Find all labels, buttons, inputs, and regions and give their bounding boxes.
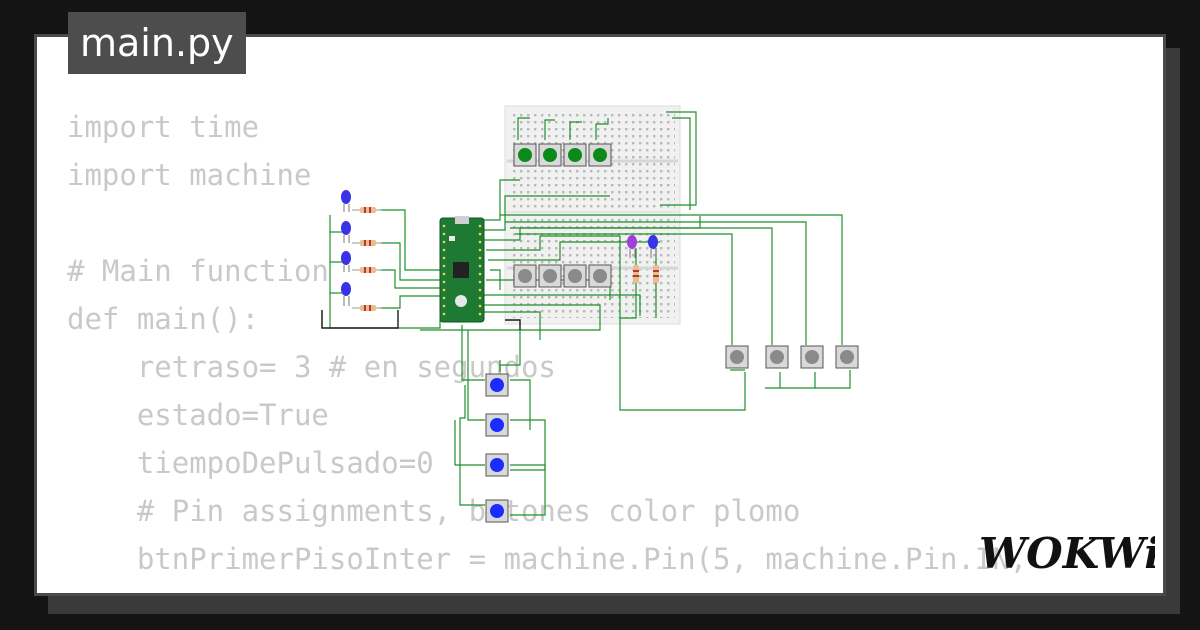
led-icon — [341, 221, 351, 243]
pushbutton-icon — [513, 143, 537, 167]
raspberry-pi-pico-icon — [439, 216, 485, 323]
pushbutton-icon — [513, 264, 537, 288]
code-line: def main(): — [67, 302, 260, 336]
led-icon — [341, 190, 351, 212]
pushbutton-icon — [725, 345, 749, 369]
pushbutton-icon — [588, 264, 612, 288]
resistor-icon — [352, 240, 382, 246]
pushbutton-icon — [485, 413, 509, 437]
resistor-icon — [633, 265, 639, 283]
code-line: btnSegundoPisoInter = machine.Pin(6, mac… — [67, 583, 1045, 593]
code-line: estado=True — [67, 398, 329, 432]
file-tab-label: main.py — [80, 21, 234, 65]
code-line: import machine — [67, 158, 312, 192]
pushbutton-icon — [800, 345, 824, 369]
pushbutton-icon — [835, 345, 859, 369]
wiring — [321, 111, 851, 516]
led-icon — [341, 282, 351, 306]
code-line: tiempoDePulsado=0 — [67, 446, 434, 480]
pushbutton-icon — [765, 345, 789, 369]
pushbutton-icon — [485, 373, 509, 397]
code-line: retraso= 3 # en segundos — [67, 350, 556, 384]
led-icon — [627, 235, 637, 258]
wokwi-logo: WOKWi — [979, 529, 1155, 578]
code-preview: import time import machine # Main function… — [67, 103, 1045, 593]
resistor-icon — [653, 265, 659, 283]
code-line: btnPrimerPisoInter = machine.Pin(5, mach… — [67, 542, 1028, 576]
ground-wires — [321, 310, 521, 330]
pushbutton-icon — [563, 143, 587, 167]
pushbutton-icon — [485, 499, 509, 523]
file-tab[interactable]: main.py — [68, 12, 246, 74]
resistor-icon — [352, 207, 382, 213]
code-line: import time — [67, 110, 260, 144]
wokwi-logo-text: WOKWi — [979, 529, 1155, 578]
pushbutton-icon — [485, 453, 509, 477]
pushbutton-icon — [588, 143, 612, 167]
code-line: # Main function — [67, 254, 329, 288]
resistor-icon — [352, 305, 382, 311]
pushbutton-icon — [563, 264, 587, 288]
pushbutton-icon — [538, 264, 562, 288]
resistor-icon — [352, 267, 382, 273]
pushbutton-icon — [538, 143, 562, 167]
led-icon — [341, 251, 351, 272]
led-icon — [648, 235, 658, 258]
